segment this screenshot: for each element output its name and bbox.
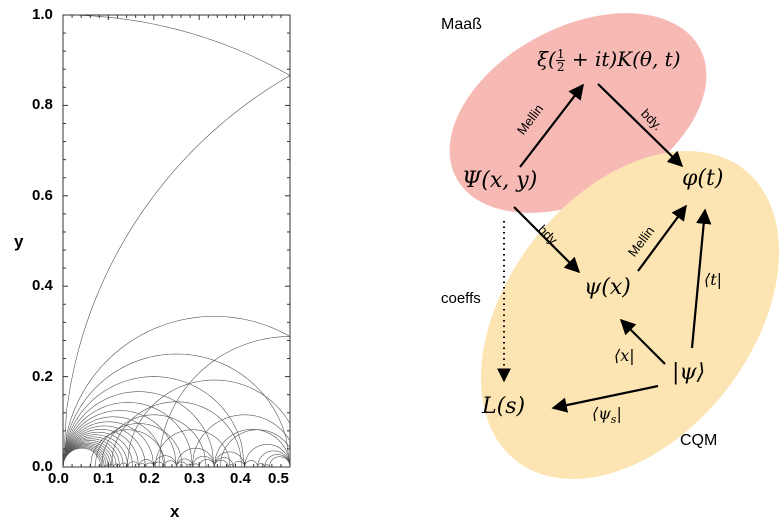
- edge-label-bra-t: ⟨t|: [704, 270, 723, 289]
- arrow-mellin-psi-to-xi: [519, 83, 584, 168]
- geodesic-arc: [264, 464, 270, 468]
- geodesic-arc: [62, 75, 291, 468]
- edge-label-bra-x: ⟨x|: [614, 346, 635, 365]
- geodesic-arc: [62, 425, 146, 468]
- x-tick-label: 0.2: [139, 470, 160, 487]
- geodesic-arc: [113, 463, 121, 468]
- arrow-bra-psi-s: [551, 384, 659, 413]
- geodesic-arc: [269, 456, 291, 468]
- subscript-s: s: [610, 413, 617, 427]
- geodesic-arc: [90, 429, 166, 468]
- y-axis-label: y: [14, 232, 24, 251]
- geodesic-arc: [244, 460, 258, 468]
- x-axis-label: x: [170, 502, 180, 521]
- geodesic-arc: [110, 401, 243, 468]
- geodesic-arc: [62, 445, 107, 468]
- bra-end: |: [616, 404, 622, 423]
- node-phi-t: φ(t): [682, 166, 724, 191]
- geodesic-arcs: [62, 14, 291, 468]
- geodesic-arc: [62, 391, 215, 468]
- y-tick-label: 0.0: [32, 458, 53, 475]
- geodesic-arc: [62, 434, 129, 468]
- cqm-region: [480, 151, 780, 479]
- geodesic-arc: [62, 402, 194, 468]
- geodesic-arc: [244, 444, 291, 468]
- geodesic-arc: [214, 429, 291, 468]
- geodesic-arc: [214, 457, 234, 468]
- plot-frame: [62, 14, 291, 468]
- geodesic-arc: [62, 438, 121, 468]
- x-tick-label: 0.4: [230, 470, 251, 487]
- arrow-bra-t: [690, 208, 712, 349]
- geodesic-arc: [62, 376, 245, 468]
- arrow-bra-x: [619, 318, 666, 365]
- geodesic-arc: [108, 464, 114, 468]
- geodesic-arc: [158, 336, 291, 468]
- geodesic-arc: [219, 429, 291, 468]
- fraction-denominator: 2: [556, 60, 565, 74]
- geodesic-arc: [62, 447, 102, 468]
- geodesic-arc: [62, 436, 124, 468]
- y-tick-label: 0.2: [32, 368, 53, 385]
- geodesic-arc: [126, 379, 291, 468]
- geodesic-arc: [153, 455, 177, 468]
- node-Psi-xy: Ψ(x, y): [462, 168, 538, 193]
- geodesic-arc: [192, 455, 215, 468]
- bra-psi: ⟨ψ: [592, 404, 611, 423]
- geodesic-arc: [62, 446, 105, 468]
- geodesic-arc: [103, 464, 109, 468]
- geodesic-arc: [257, 463, 266, 468]
- geodesic-arc: [62, 353, 291, 468]
- geodesic-arc: [62, 442, 112, 468]
- geodesic-arc: [232, 461, 245, 468]
- geodesic-arc: [127, 461, 139, 468]
- axis-ticks: [62, 14, 291, 468]
- geodesic-arc: [257, 450, 291, 468]
- xi-suffix: + it)K(θ, t): [565, 47, 681, 71]
- geodesic-arc: [62, 444, 109, 468]
- y-tick-label: 0.4: [32, 277, 53, 294]
- geodesic-arc: [119, 462, 129, 468]
- x-tick-label: 0.5: [268, 470, 289, 487]
- geodesic-arc: [62, 440, 117, 468]
- geodesic-arc: [192, 463, 200, 468]
- geodesic-arc: [62, 416, 165, 468]
- geodesic-arc: [154, 429, 231, 468]
- node-psi-x: ψ(x): [584, 275, 631, 300]
- fraction-numerator: 1: [555, 47, 566, 61]
- coeffs-label: coeffs: [441, 290, 481, 307]
- maass-label: Maaß: [441, 16, 482, 33]
- geodesic-arc: [62, 431, 134, 468]
- arrow-bdy-psi-to-psix: [513, 206, 581, 274]
- x-tick-label: 0.0: [48, 470, 69, 487]
- geodesic-arc: [191, 414, 291, 468]
- geodesic-arc: [176, 458, 194, 468]
- geodesic-arc: [62, 14, 291, 76]
- geodesic-arc: [138, 459, 155, 468]
- geodesic-arc: [198, 459, 215, 468]
- cqm-label: CQM: [680, 432, 718, 449]
- geodesic-arc: [214, 451, 245, 468]
- geodesic-arc: [227, 464, 234, 468]
- geodesic-arc: [62, 429, 139, 468]
- node-L-s: L(s): [482, 394, 526, 419]
- geodesic-arc: [163, 460, 177, 468]
- geodesic-arc: [62, 421, 155, 468]
- y-tick-label: 0.6: [32, 187, 53, 204]
- geodesic-arc: [264, 454, 291, 468]
- geodesic-arc: [145, 462, 155, 468]
- x-tick-label: 0.1: [93, 470, 114, 487]
- arrow-mellin-psix-to-phi: [637, 204, 687, 272]
- y-tick-label: 0.8: [32, 96, 53, 113]
- y-tick-label: 1.0: [32, 6, 53, 23]
- xi-prefix: ξ(: [537, 47, 556, 71]
- node-ket-psi: |ψ⟩: [672, 360, 706, 385]
- x-tick-label: 0.3: [184, 470, 205, 487]
- geodesic-arc: [62, 410, 177, 468]
- geodesic-arc: [62, 316, 291, 468]
- edge-label-bra-psi-s: ⟨ψs|: [592, 404, 622, 426]
- arrow-bdy-xi-to-phi: [597, 83, 684, 168]
